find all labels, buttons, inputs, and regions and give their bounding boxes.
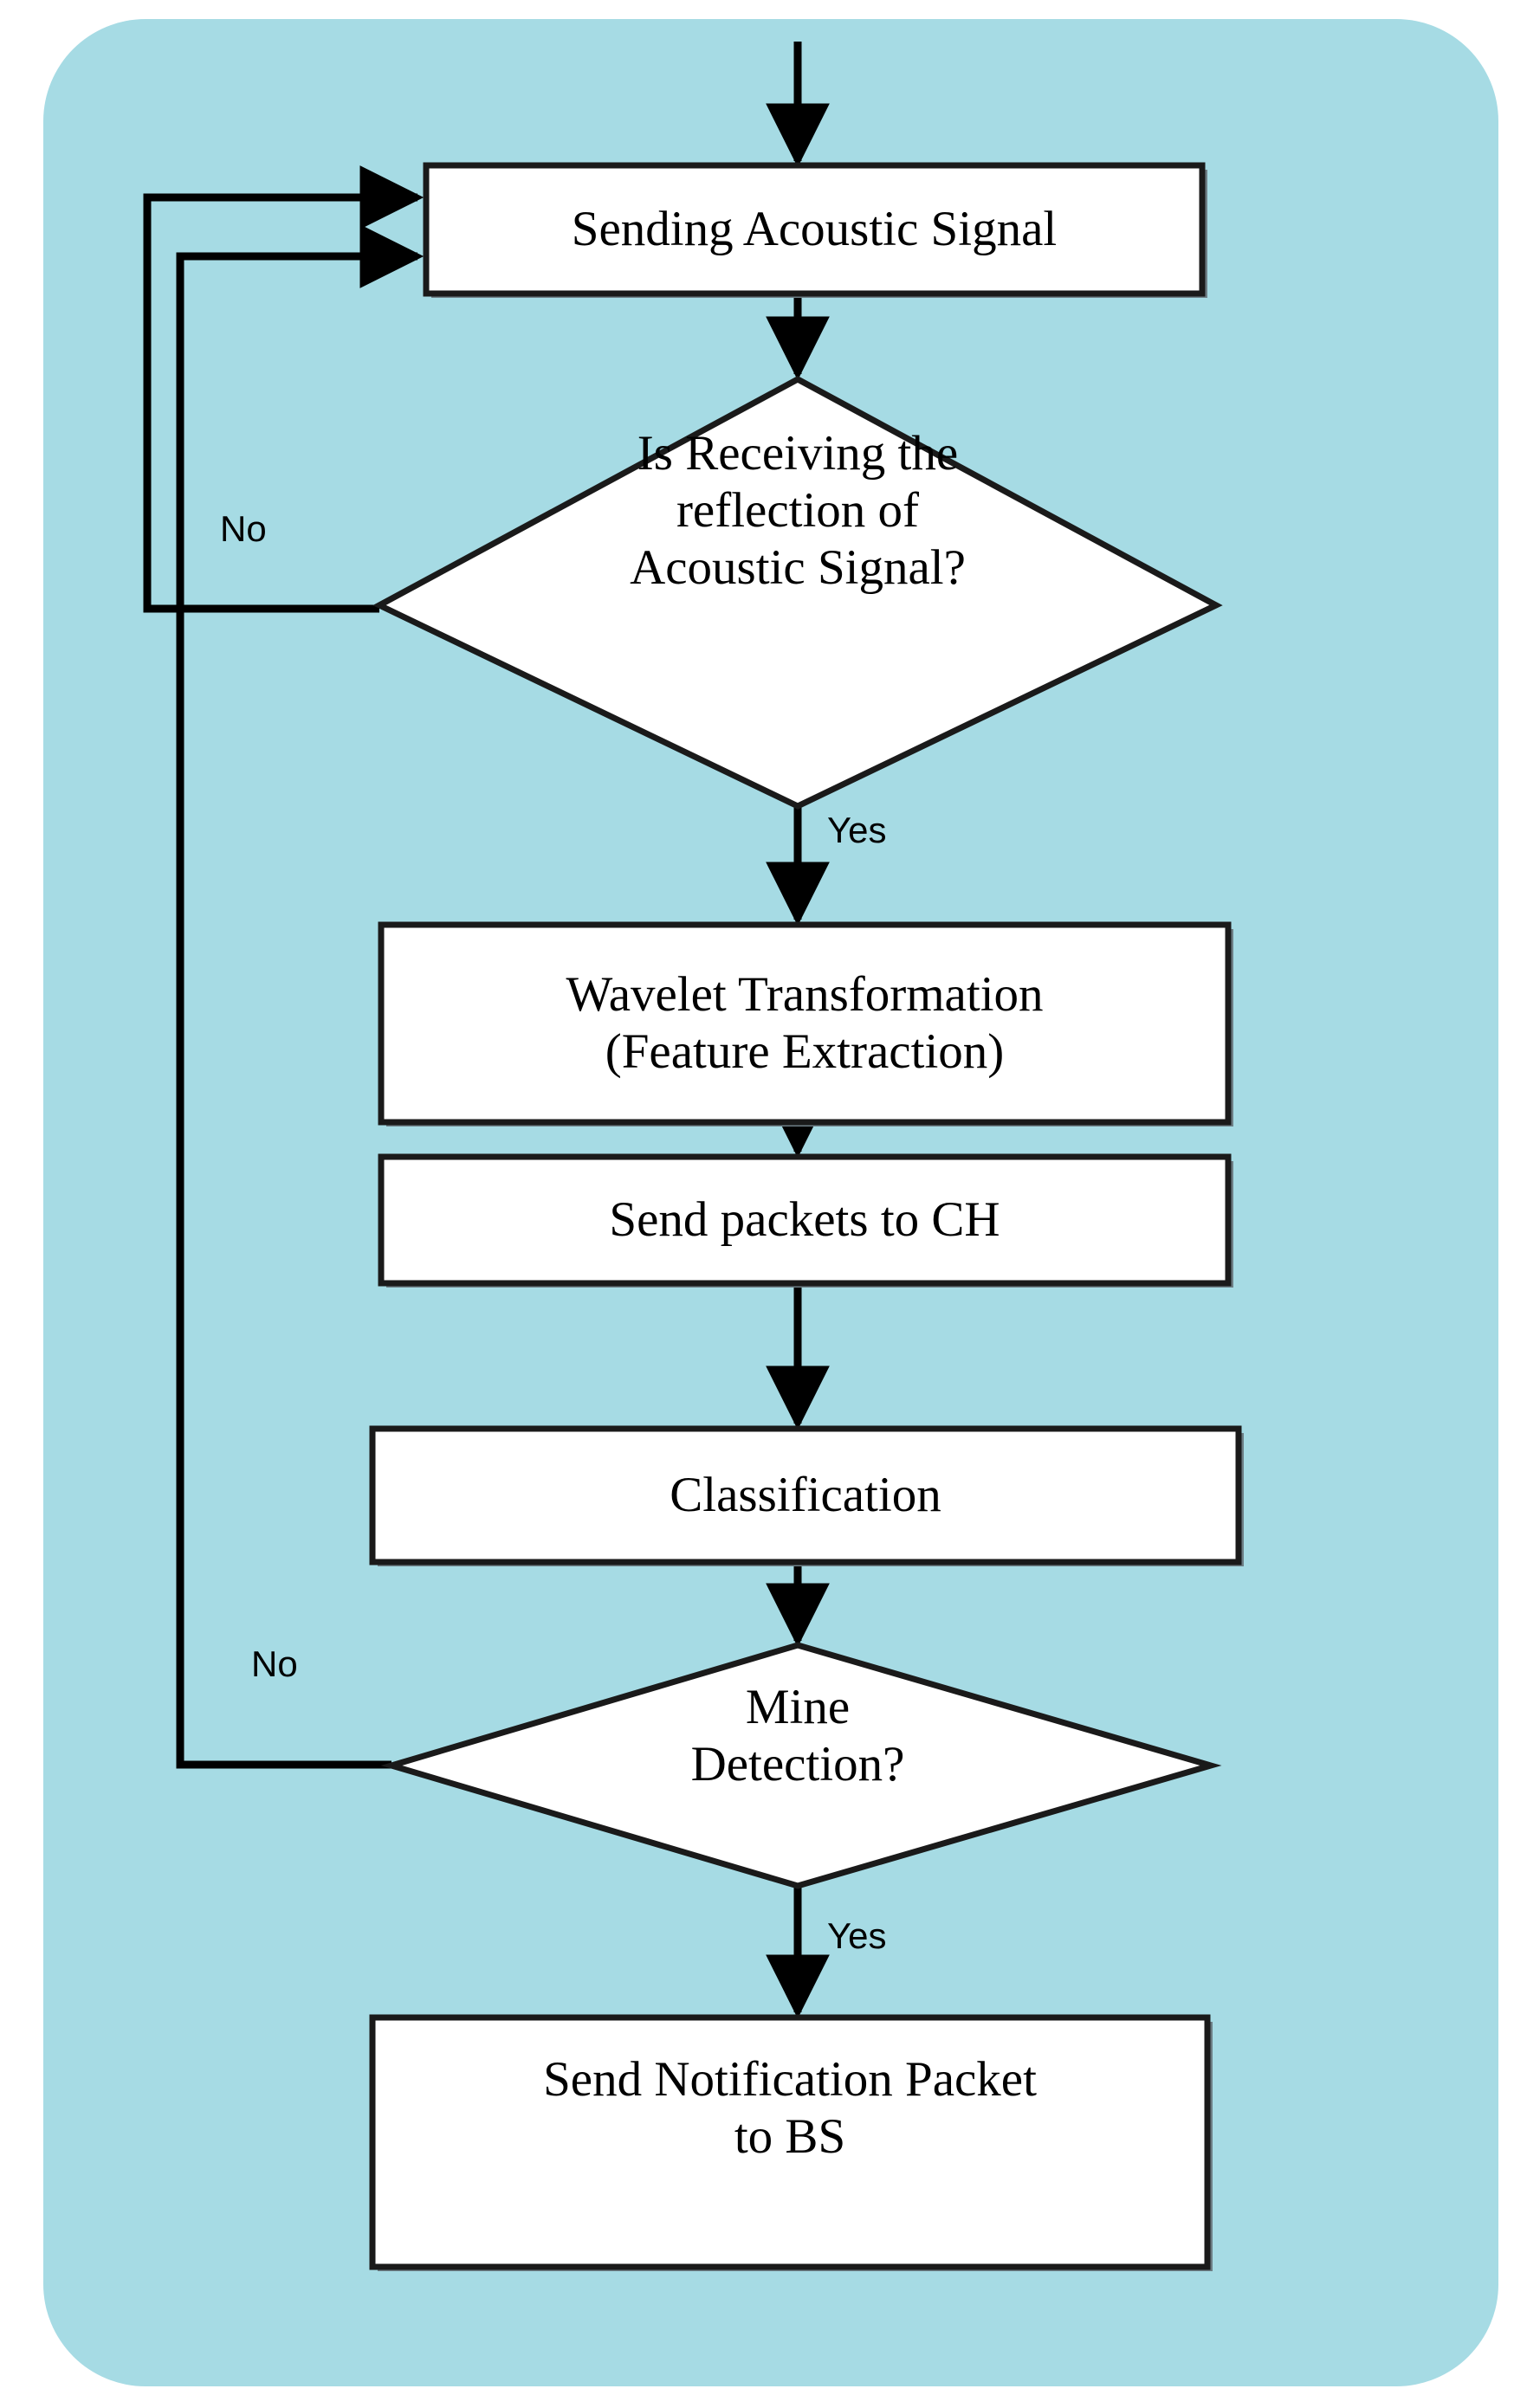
node-send-notification-packet-shape[interactable] [369,2014,1211,2270]
edge-label-decision2-no: No [251,1643,298,1684]
edge-decision1-no [143,165,424,613]
edge-label-decision2-yes: Yes [827,1915,887,1956]
node-is-receiving-reflection-shape[interactable] [372,376,1223,810]
node-wavelet-transformation-shape[interactable] [378,921,1232,1126]
edge-label-decision1-yes: Yes [827,810,887,850]
node-mine-detection-shape[interactable] [380,1642,1222,1889]
node-classification-shape[interactable] [369,1425,1242,1566]
node-send-packets-to-ch-shape[interactable] [378,1153,1232,1287]
edge-decision2-no [176,224,424,1769]
node-sending-acoustic-signal-shape[interactable] [423,162,1206,297]
edge-label-decision1-no: No [220,508,267,549]
